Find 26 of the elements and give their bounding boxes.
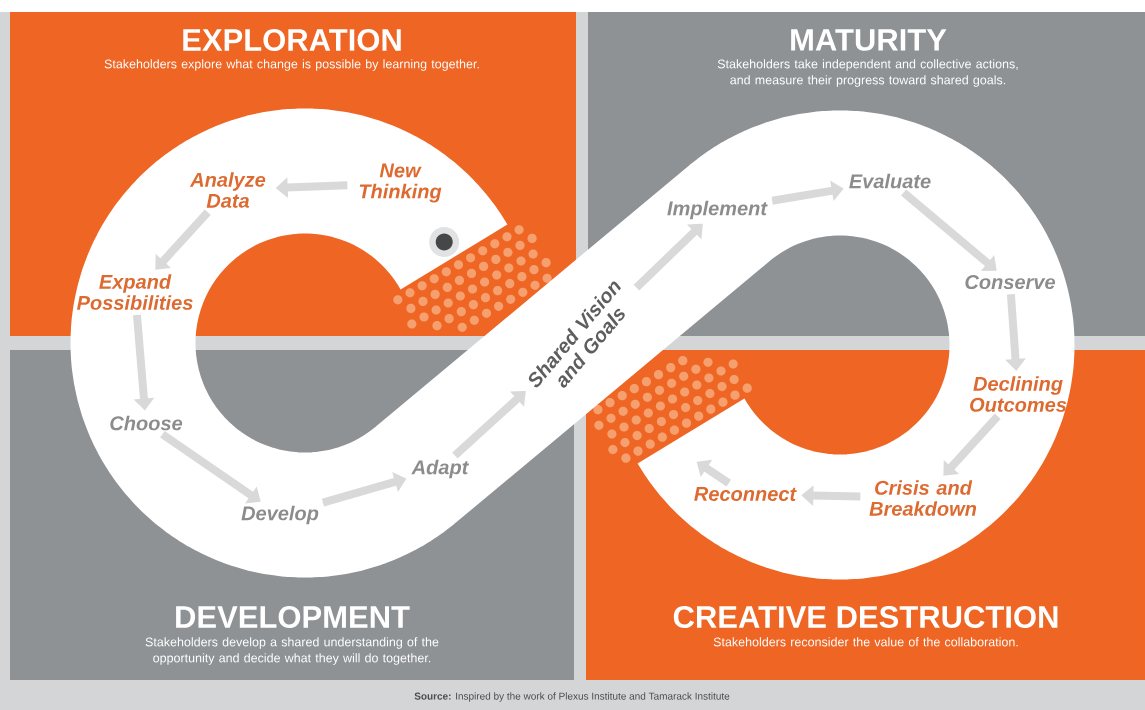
panel-description: Stakeholders reconsider the value of the collaboration. xyxy=(713,637,1018,647)
panel-description: Stakeholders explore what change is possible by learning together. xyxy=(104,59,479,71)
step-label: Implement xyxy=(667,200,768,220)
source-note: Source: Inspired by the work of Plexus Institute and Tamarack Institute xyxy=(414,692,730,702)
panel-description: Stakeholders develop a shared understanding of the opportunity and decide what they will do together. xyxy=(145,637,439,665)
flow-arrow xyxy=(160,430,261,504)
panel-description: Stakeholders take independent and collective actions, and measure their progress toward shared goals. xyxy=(717,59,1018,87)
panel-heading: CREATIVE DESTRUCTION xyxy=(673,606,1058,628)
step-label: Reconnect xyxy=(694,487,797,501)
step-label: New Thinking xyxy=(359,163,442,203)
step-label: Crisis and Breakdown xyxy=(869,480,977,516)
step-label: Choose xyxy=(110,415,183,431)
step-label: Analyze Data xyxy=(189,172,266,208)
step-label: Evaluate xyxy=(849,173,931,189)
step-label: Adapt xyxy=(411,459,469,479)
step-label: Expand Possibilities xyxy=(77,274,193,310)
step-label: Declining Outcomes xyxy=(970,376,1067,412)
panel-heading: DEVELOPMENT xyxy=(176,606,410,628)
panel-heading: MATURITY xyxy=(791,29,947,51)
panel-heading: EXPLORATION xyxy=(183,29,401,51)
flow-arrow xyxy=(155,209,211,270)
step-label: Develop xyxy=(241,505,319,525)
flow-arrow xyxy=(452,391,526,459)
flow-arrow xyxy=(943,413,1001,476)
step-label: Conserve xyxy=(965,274,1056,290)
flow-arrow xyxy=(633,223,703,291)
